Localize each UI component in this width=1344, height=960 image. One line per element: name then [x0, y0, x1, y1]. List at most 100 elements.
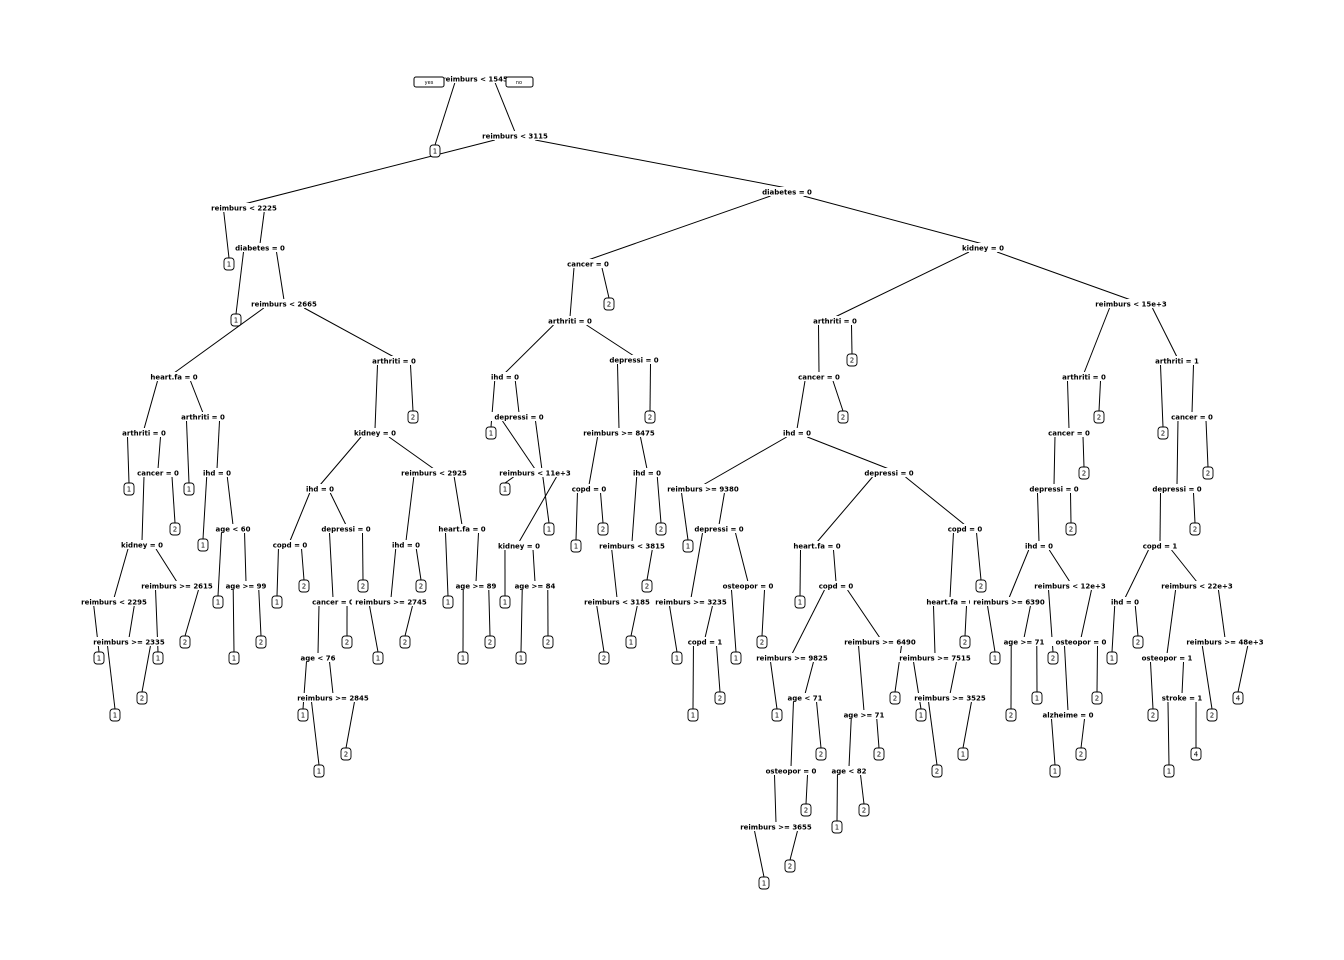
- tree-edge: [847, 589, 881, 639]
- leaf-node-label: 1: [461, 655, 465, 663]
- leaf-node-box: [931, 764, 943, 778]
- leaf-node-label: 2: [1151, 712, 1155, 720]
- tree-edge: [587, 195, 771, 261]
- leaf-node-label: 1: [691, 712, 695, 720]
- split-node-label: cancer = 0: [567, 261, 609, 269]
- tree-edge: [155, 548, 178, 583]
- tree-edge: [243, 139, 495, 205]
- split-node-background: [1147, 484, 1207, 493]
- tree-edge: [791, 589, 825, 655]
- tree-edge: [586, 324, 635, 357]
- tree-edge: [329, 492, 347, 526]
- leaf-node-label: 1: [156, 655, 160, 663]
- tree-edge: [735, 532, 749, 583]
- split-node-label: arthriti = 0: [181, 414, 225, 422]
- split-node-label: ihd = 0: [491, 374, 519, 382]
- split-node-label: reimburs < 15e+3: [1095, 301, 1167, 309]
- tree-edge: [669, 605, 678, 653]
- no-legend-label: no: [516, 80, 522, 86]
- tree-edge: [702, 436, 787, 486]
- leaf-node-box: [499, 482, 511, 496]
- tree-edge: [949, 532, 954, 599]
- split-node-label: age >= 99: [226, 583, 267, 591]
- tree-edge: [226, 476, 234, 526]
- tree-edge: [851, 324, 853, 355]
- leaf-node-label: 1: [232, 655, 236, 663]
- tree-edge: [217, 532, 222, 597]
- leaf-node-label: 2: [893, 695, 897, 703]
- split-node-background: [1183, 637, 1267, 646]
- split-node-label: age >= 71: [1004, 639, 1045, 647]
- tree-edge: [1181, 661, 1184, 695]
- leaf-node-label: 2: [1136, 639, 1140, 647]
- tree-edge: [141, 645, 151, 693]
- tree-edge: [303, 307, 395, 358]
- split-node-background: [222, 581, 270, 590]
- leaf-node-label: 2: [862, 807, 866, 815]
- split-node-label: age < 71: [788, 695, 823, 703]
- tree-edge: [656, 476, 662, 524]
- tree-edge: [184, 589, 199, 637]
- leaf-node-box: [800, 803, 812, 817]
- leaf-node-label: 2: [659, 526, 663, 534]
- tree-edge: [1166, 589, 1177, 655]
- split-node-label: osteopor = 0: [766, 768, 817, 776]
- split-node-label: alzheime = 0: [1043, 712, 1094, 720]
- leaf-node-box: [1157, 426, 1169, 440]
- split-node-label: arthriti = 0: [1062, 374, 1106, 382]
- tree-edge: [1098, 380, 1101, 412]
- leaf-node-box: [169, 522, 181, 536]
- tree-edge: [816, 701, 822, 749]
- tree-edge: [1096, 645, 1098, 693]
- split-node-background: [486, 372, 524, 381]
- leaf-node-box: [223, 257, 235, 271]
- leaf-node-label: 4: [1194, 751, 1199, 759]
- leaf-node-label: 1: [762, 880, 766, 888]
- tree-edge: [770, 661, 778, 710]
- leaf-node-label: 2: [173, 526, 177, 534]
- leaf-node-box: [756, 635, 768, 649]
- split-node-background: [841, 637, 919, 646]
- leaf-node-label: 2: [850, 357, 854, 365]
- tree-edge: [518, 476, 557, 543]
- leaf-node-box: [641, 579, 653, 593]
- split-node-background: [478, 131, 552, 140]
- tree-edge: [259, 211, 265, 245]
- tree-edge: [1037, 492, 1040, 543]
- tree-edge: [649, 363, 651, 412]
- leaf-node-box: [784, 859, 796, 873]
- leaf-node-label: 1: [798, 599, 802, 607]
- split-node-background: [920, 597, 980, 606]
- split-node-background: [90, 637, 168, 646]
- split-node-label: kidney = 0: [962, 245, 1004, 253]
- leaf-node-label: 1: [574, 543, 578, 551]
- split-node-background: [580, 428, 658, 437]
- split-node-label: diabetes = 0: [235, 245, 285, 253]
- tree-edge: [905, 476, 966, 526]
- tree-legend: yes no: [413, 76, 534, 88]
- tree-edge: [805, 774, 808, 805]
- split-node-label: reimburs >= 2845: [297, 695, 369, 703]
- split-node-label: cancer = 0: [798, 374, 840, 382]
- split-node-background: [489, 412, 549, 421]
- leaf-node-box: [399, 635, 411, 649]
- split-node-label: reimburs >= 8475: [583, 430, 655, 438]
- tree-edge: [1080, 718, 1085, 749]
- leaf-node-box: [682, 539, 694, 553]
- split-node-label: copd = 0: [948, 526, 983, 534]
- leaf-node-label: 4: [1236, 695, 1241, 703]
- split-node-label: arthriti = 1: [1155, 358, 1199, 366]
- split-node-background: [438, 74, 512, 83]
- split-node-background: [493, 541, 545, 550]
- tree-edge: [704, 605, 713, 639]
- leaf-node-box: [442, 595, 454, 609]
- tree-edge: [617, 363, 620, 430]
- leaf-node-label: 1: [376, 655, 380, 663]
- leaf-node-box: [542, 635, 554, 649]
- split-node-background: [595, 541, 669, 550]
- split-node-label: ihd = 0: [1025, 543, 1053, 551]
- leaf-node-box: [837, 410, 849, 424]
- leaf-node-label: 1: [775, 712, 779, 720]
- leaf-node-label: 1: [503, 599, 507, 607]
